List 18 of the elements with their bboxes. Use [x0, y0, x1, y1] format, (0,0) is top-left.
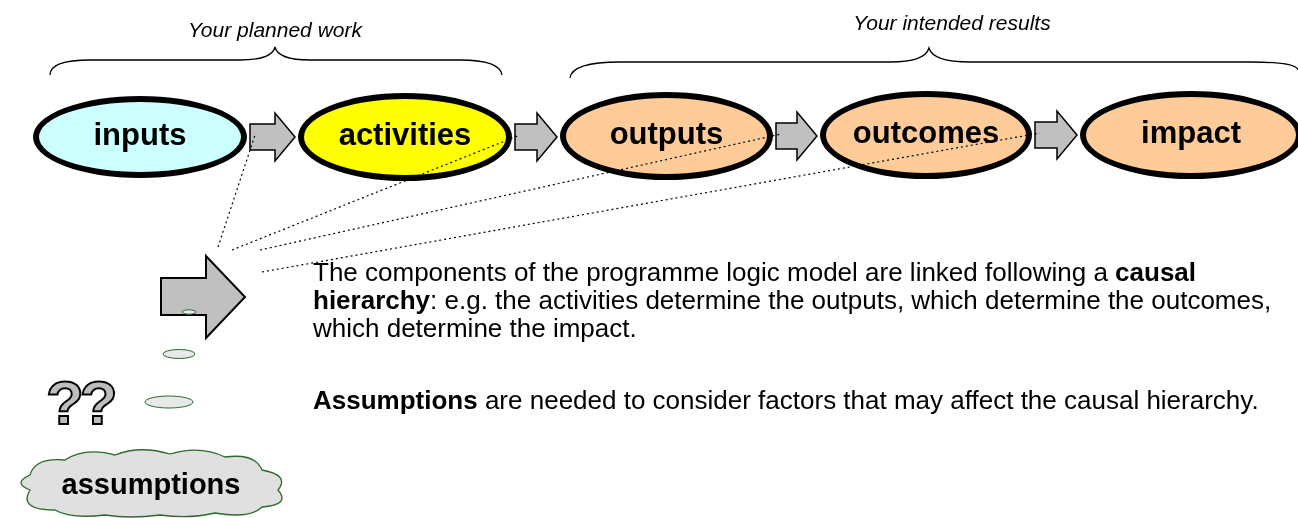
group-label: Your intended results — [853, 11, 1051, 35]
node-label: outputs — [609, 116, 724, 152]
block-arrow — [514, 110, 558, 164]
explanation-text: The components of the programme logic model are linked following a causal hierarchy: e.g. the activities determine the outputs, which determine the outcomes, which determine the impact. — [313, 258, 1273, 342]
node-label: inputs — [93, 117, 187, 153]
block-arrow — [775, 109, 818, 163]
node-label: activities — [338, 117, 472, 153]
leader-line — [217, 134, 256, 248]
question-marks: ?? — [46, 372, 114, 434]
block-arrow-drawing — [160, 255, 246, 339]
group-label: Your planned work — [188, 18, 362, 42]
cloud-label: assumptions — [61, 467, 241, 501]
block-arrow — [1034, 108, 1078, 162]
node-label: impact — [1141, 115, 1241, 151]
block-arrow — [249, 110, 296, 164]
leader-line — [259, 133, 782, 251]
node-label: outcomes — [852, 115, 1000, 151]
explanation-text: Assumptions are needed to consider factors that may affect the causal hierarchy. — [313, 386, 1260, 414]
